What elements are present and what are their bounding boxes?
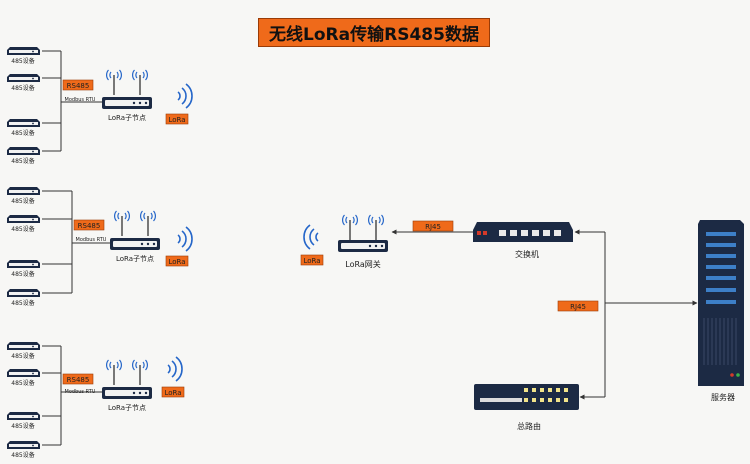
device-label: 485设备 (11, 422, 34, 430)
connection-lines (42, 50, 698, 446)
rs485-tag-2-text: RS485 (78, 222, 101, 230)
device-label: 485设备 (11, 379, 34, 387)
server-rack: 服务器 (698, 220, 744, 402)
rs485-device: 485设备 (7, 119, 40, 137)
rs485-device: 485设备 (7, 342, 40, 360)
wifi-antenna-icon (132, 69, 148, 95)
device-label: 485设备 (11, 352, 34, 360)
node-label: LoRa子节点 (108, 114, 146, 122)
device-label: 485设备 (11, 299, 34, 307)
page-title: 无线LoRa传输RS485数据 (269, 25, 479, 45)
rs485-tag-1: RS485 (62, 79, 94, 91)
wifi-antenna-icon (106, 359, 122, 385)
rs485-device: 485设备 (7, 147, 40, 165)
lora-tag-node-3: LoRa (161, 386, 185, 398)
svg-text:LoRa: LoRa (303, 257, 320, 265)
wifi-antenna-icon (106, 69, 122, 95)
lora-node: LoRa子节点 (102, 359, 152, 412)
wifi-antenna-icon (342, 214, 358, 240)
wifi-antenna-icon (114, 210, 130, 236)
device-label: 485设备 (11, 84, 34, 92)
rs485-tag-2: RS485 (73, 219, 105, 231)
rs485-device: 485设备 (7, 47, 40, 65)
device-label: 485设备 (11, 157, 34, 165)
lora-tag-node-1-text: LoRa (168, 116, 185, 124)
rj45-tag-gateway: RJ45 (412, 220, 454, 232)
svg-text:RJ45: RJ45 (425, 223, 441, 231)
rs485-devices: 485设备 485设备 485设备 485设备 485设备 485设备 485设备 485设备… (7, 47, 40, 459)
modbus-label: Modbus RTU (65, 389, 96, 395)
device-label: 485设备 (11, 270, 34, 278)
device-label: 485设备 (11, 225, 34, 233)
device-label: 485设备 (11, 451, 34, 459)
title-banner: 无线LoRa传输RS485数据 (258, 18, 490, 47)
node-label: LoRa子节点 (116, 255, 154, 263)
wifi-antenna-icon (140, 210, 156, 236)
device-label: 485设备 (11, 197, 34, 205)
rs485-tag-1-text: RS485 (67, 82, 90, 90)
rs485-device: 485设备 (7, 441, 40, 459)
server-label: 服务器 (711, 392, 735, 402)
lora-tag-node-1: LoRa (165, 113, 189, 125)
rs485-tag-3: RS485 (62, 373, 94, 385)
lora-tag-node-2: LoRa (165, 255, 189, 267)
rs485-device: 485设备 (7, 74, 40, 92)
lora-node: LoRa子节点 (110, 210, 160, 263)
rs485-device: 485设备 (7, 187, 40, 205)
lora-gateway: LoRa网关 (338, 214, 388, 269)
switch-label: 交换机 (515, 249, 539, 259)
lora-tag-node-2-text: LoRa (168, 258, 185, 266)
device-label: 485设备 (11, 57, 34, 65)
modbus-label: Modbus RTU (65, 97, 96, 103)
router-label: 总路由 (517, 421, 541, 431)
modbus-label: Modbus RTU (76, 237, 107, 243)
rs485-device: 485设备 (7, 260, 40, 278)
rs485-tag-3-text: RS485 (67, 376, 90, 384)
device-label: 485设备 (11, 129, 34, 137)
svg-text:RJ45: RJ45 (570, 303, 586, 311)
node-label: LoRa子节点 (108, 404, 146, 412)
radio-wave-icon (303, 224, 319, 250)
lora-tag: LoRa (300, 254, 324, 266)
main-router: 总路由 (474, 384, 579, 431)
radio-wave-icon (177, 226, 193, 252)
rs485-device: 485设备 (7, 289, 40, 307)
rs485-device: 485设备 (7, 369, 40, 387)
wifi-antenna-icon (368, 214, 384, 240)
radio-wave-icon (177, 83, 193, 109)
radio-wave-icon (167, 356, 183, 382)
gateway-label: LoRa网关 (345, 259, 381, 269)
rs485-device: 485设备 (7, 412, 40, 430)
lora-node: LoRa子节点 (102, 69, 152, 122)
network-switch: 交换机 (473, 222, 573, 259)
wifi-antenna-icon (132, 359, 148, 385)
rs485-device: 485设备 (7, 215, 40, 233)
rj45-tag-server: RJ45 (557, 300, 599, 312)
lora-tag-node-3-text: LoRa (164, 389, 181, 397)
